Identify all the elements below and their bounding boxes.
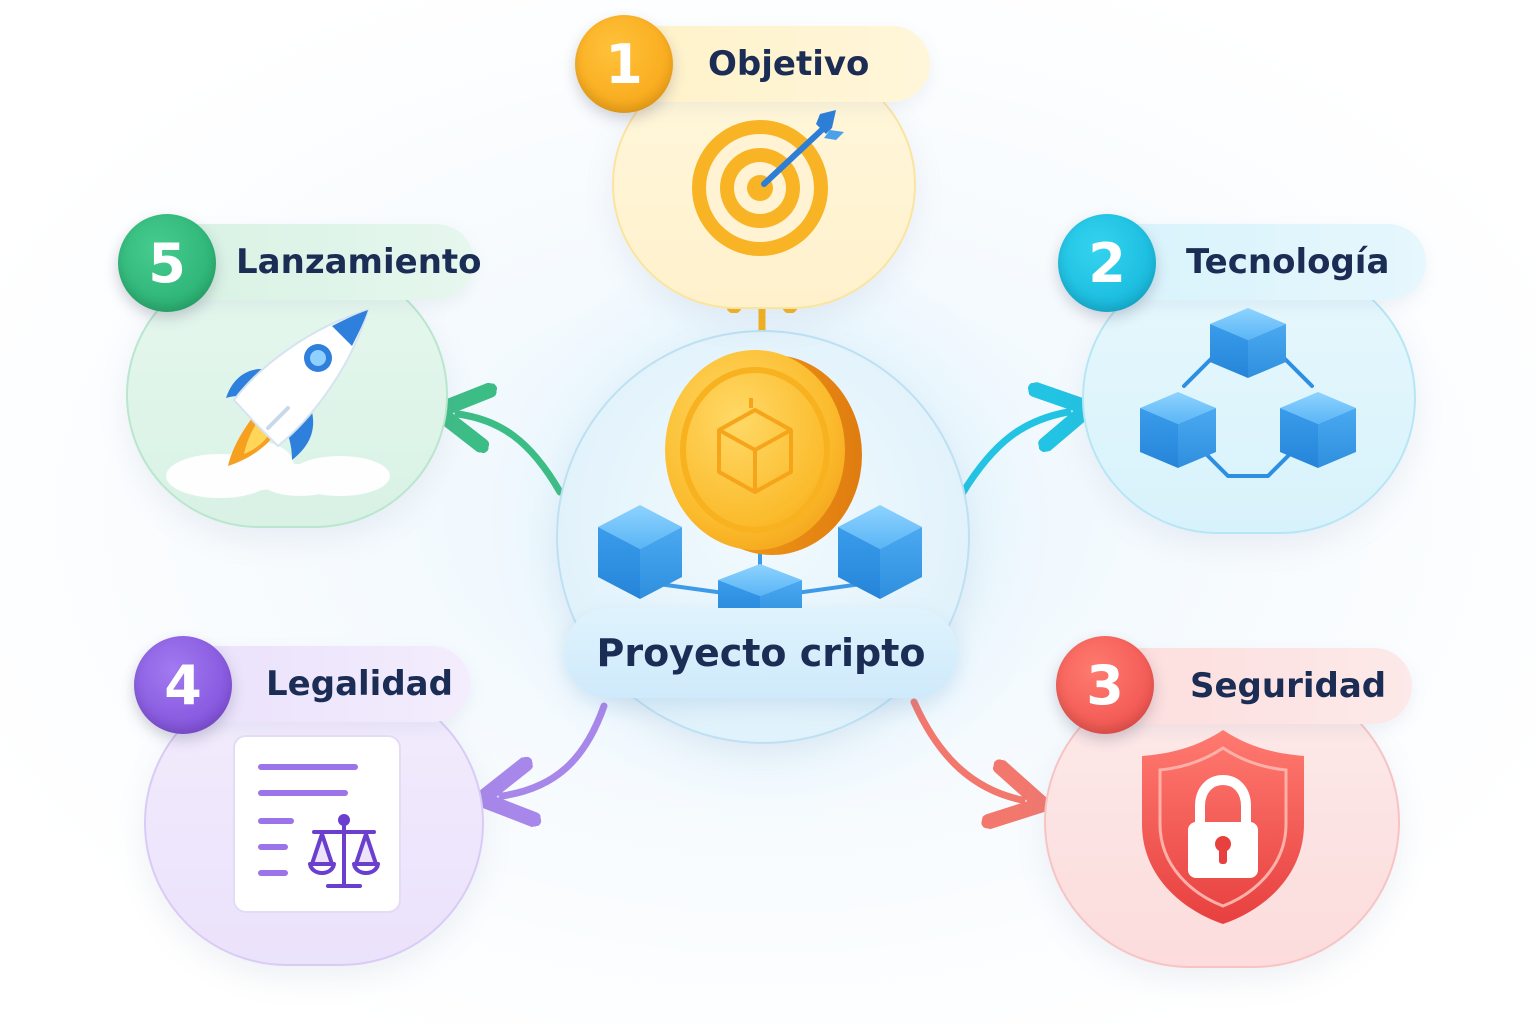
step-1-badge: 1 (575, 15, 673, 113)
center-label-pill (564, 608, 958, 698)
arrow-to-lanzamiento (458, 414, 564, 496)
blockchain-icon (1140, 308, 1356, 478)
step-4-label: Legalidad (266, 664, 453, 704)
arrow-to-legalidad (502, 702, 608, 796)
step-2-label: Tecnología (1186, 242, 1390, 282)
rocket-icon (166, 308, 390, 498)
step-3-badge: 3 (1056, 636, 1154, 734)
step-2-circle (1082, 262, 1416, 534)
step-2-badge: 2 (1058, 214, 1156, 312)
step-4-badge: 4 (134, 636, 232, 734)
step-5-label: Lanzamiento (236, 242, 482, 282)
center-label: Proyecto cripto (596, 631, 926, 675)
step-5-badge: 5 (118, 214, 216, 312)
step-3-label: Seguridad (1190, 666, 1387, 706)
shield-lock-icon (1142, 730, 1304, 924)
arrow-to-seguridad (910, 698, 1022, 800)
arrow-to-tecnologia (958, 412, 1068, 498)
target-icon (692, 110, 844, 256)
crypto-coin-blockchain-icon (598, 350, 922, 624)
step-1-label: Objetivo (708, 44, 870, 84)
legal-document-icon (233, 735, 401, 913)
